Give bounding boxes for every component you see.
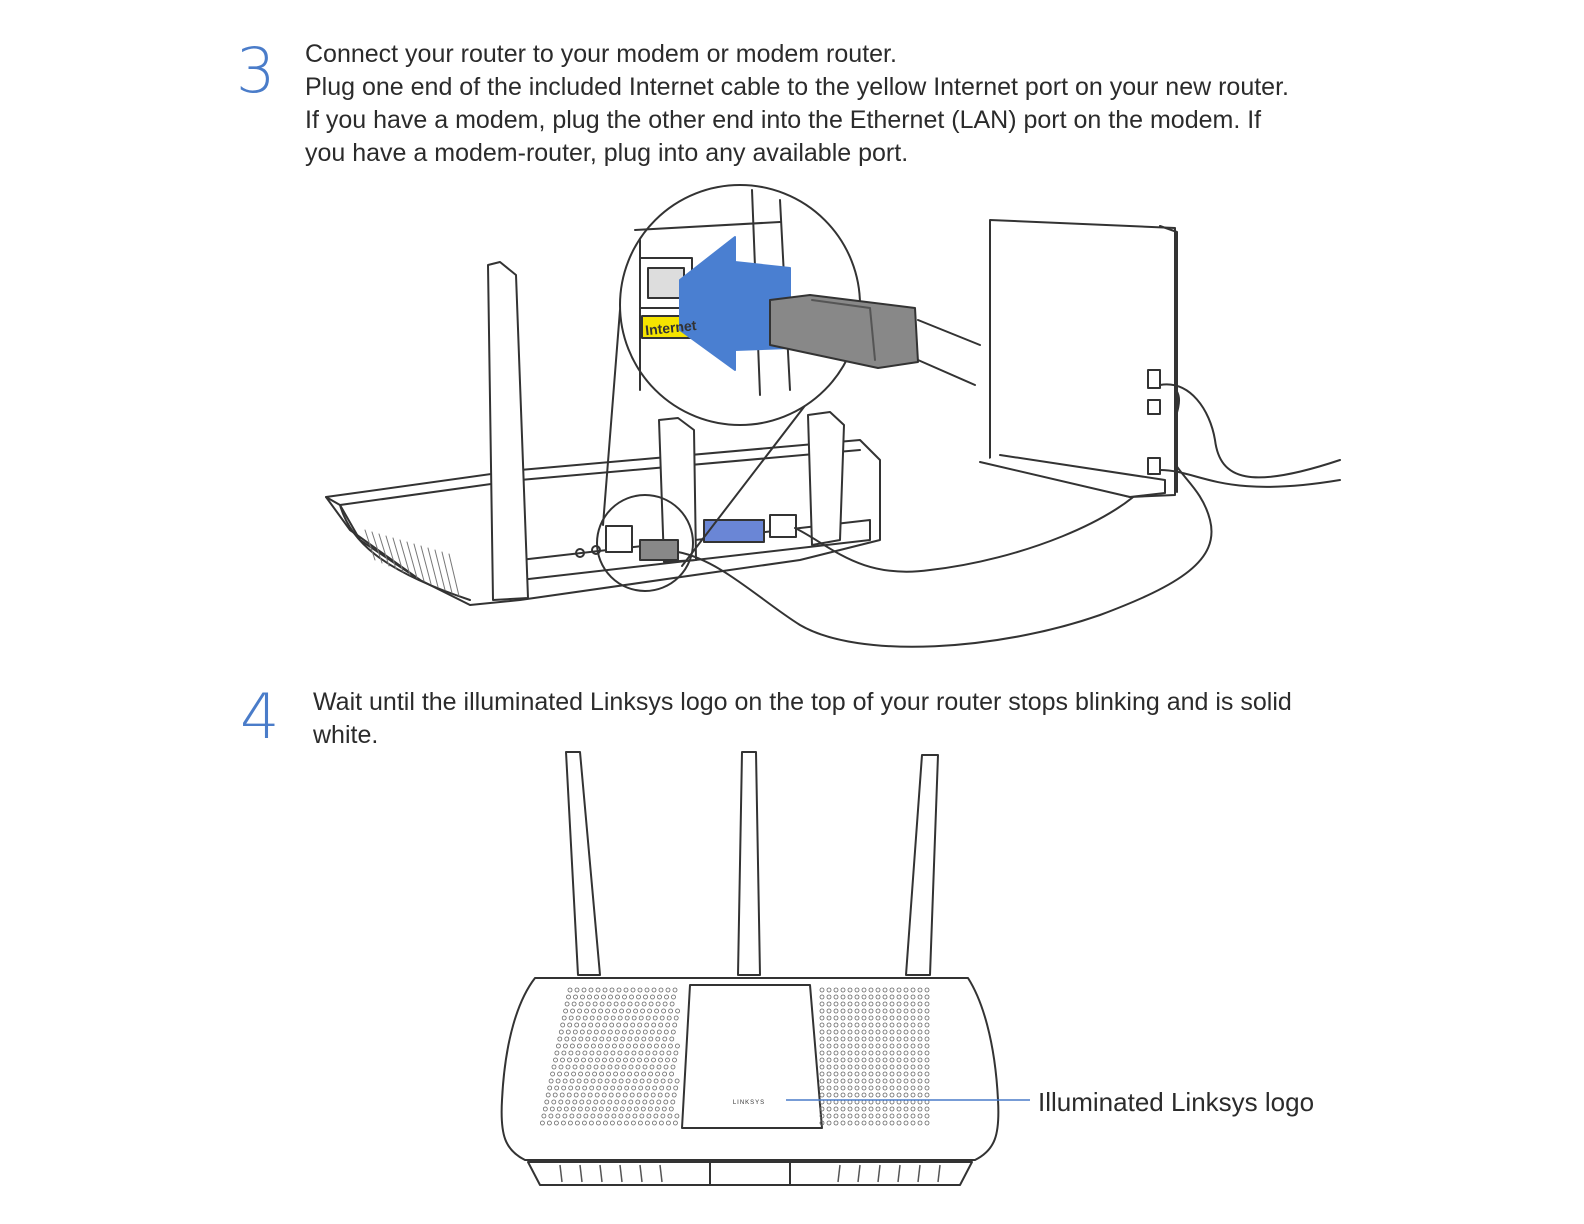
vent-grid-left [540, 987, 680, 1126]
internet-port-label: Internet [644, 317, 697, 338]
router-connection-illustration: Internet [325, 184, 1341, 648]
logo-callout-label: Illuminated Linksys logo [1038, 1087, 1315, 1117]
step-3-body: Plug one end of the included Internet ca… [305, 73, 1289, 167]
step-3-title: Connect your router to your modem or mod… [305, 40, 897, 68]
step-3-number: 3 [236, 34, 276, 107]
linksys-logo: LINKSYS [733, 1100, 765, 1106]
step-4-body: Wait until the illuminated Linksys logo … [313, 688, 1292, 749]
step-4-number: 4 [240, 680, 280, 753]
